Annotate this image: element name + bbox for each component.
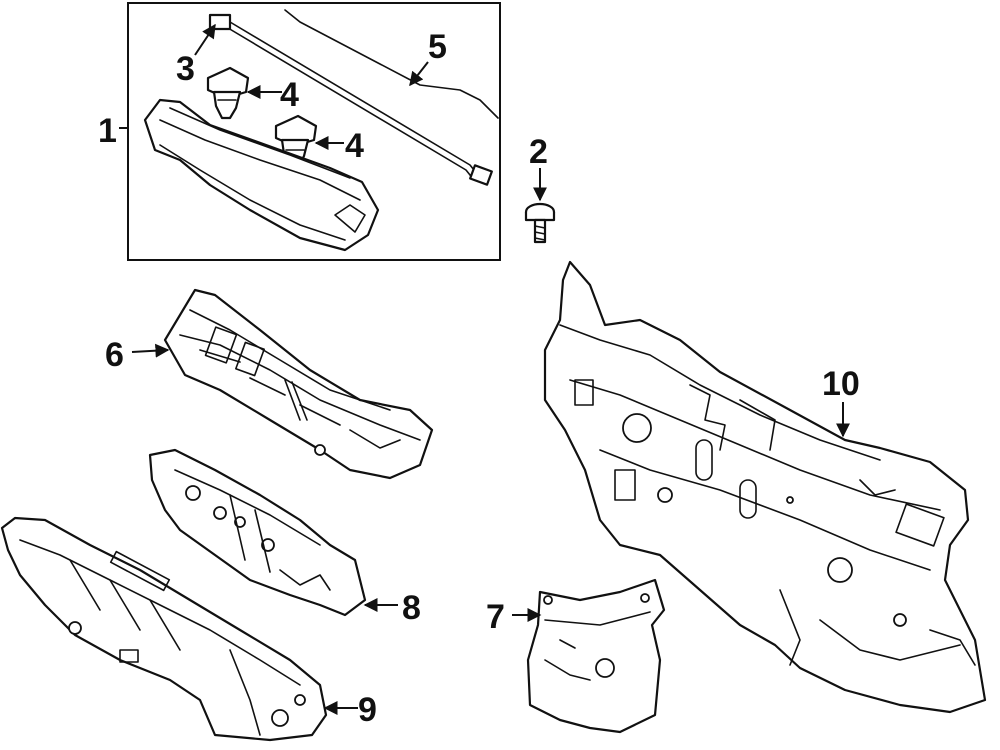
callout-3: 3 <box>176 50 195 88</box>
callout-9: 9 <box>358 691 377 729</box>
part-8-panel <box>148 448 367 617</box>
part-9-insulator <box>0 516 328 742</box>
part-4-clip-upper <box>206 66 250 120</box>
callout-1: 1 <box>98 112 117 150</box>
part-1-cowl-panel <box>143 98 380 252</box>
callout-6: 6 <box>105 336 124 374</box>
callout-8: 8 <box>402 589 421 627</box>
assembly-box <box>127 2 501 261</box>
leader-lines <box>119 23 850 715</box>
part-7-bracket <box>526 578 666 734</box>
part-4-clip-lower <box>274 114 318 170</box>
callout-5: 5 <box>428 28 447 66</box>
callout-7: 7 <box>486 598 505 636</box>
callout-10: 10 <box>822 365 860 403</box>
callout-2: 2 <box>529 133 548 171</box>
callout-4-upper: 4 <box>280 76 299 114</box>
part-6-cowl-inner <box>163 288 434 480</box>
part-2-bolt <box>524 202 556 244</box>
part-10-dash-panel <box>543 260 987 714</box>
part-5-cable <box>208 9 499 186</box>
callout-4-lower: 4 <box>345 127 364 165</box>
